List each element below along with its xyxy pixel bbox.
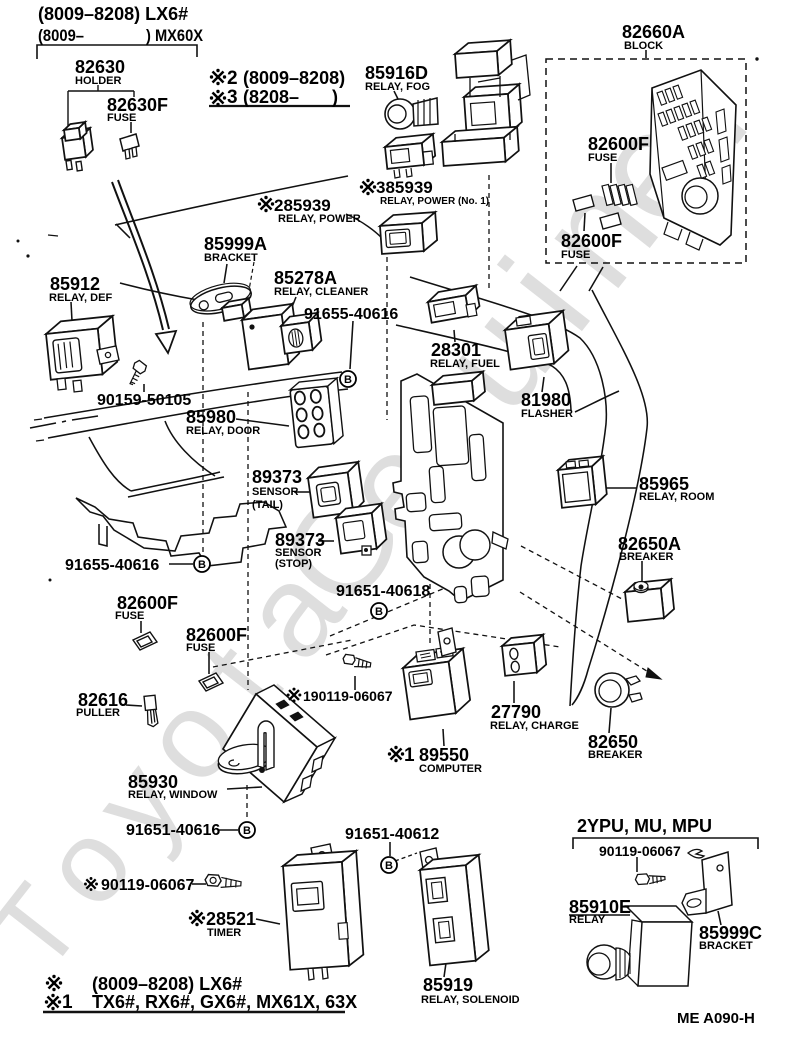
svg-text:RELAY: RELAY xyxy=(569,914,606,926)
svg-text:FUSE: FUSE xyxy=(186,642,215,654)
svg-text:89373: 89373 xyxy=(275,530,325,550)
svg-text:(8009–8208) LX6#: (8009–8208) LX6# xyxy=(92,974,242,994)
svg-text:RELAY, CHARGE: RELAY, CHARGE xyxy=(490,720,579,732)
svg-text:85999A: 85999A xyxy=(204,234,267,254)
svg-text:FUSE: FUSE xyxy=(115,610,144,622)
svg-text:BREAKER: BREAKER xyxy=(588,749,642,761)
svg-text:TIMER: TIMER xyxy=(207,927,241,939)
svg-text:91651-40612: 91651-40612 xyxy=(345,826,439,843)
svg-text:BRACKET: BRACKET xyxy=(699,940,753,952)
svg-text:TX6#, RX6#, GX6#, MX61X, 63X: TX6#, RX6#, GX6#, MX61X, 63X xyxy=(92,992,357,1012)
svg-text:27790: 27790 xyxy=(491,702,541,722)
svg-text:ME A090-H: ME A090-H xyxy=(677,1010,755,1027)
svg-text:(8009–8208) LX6#: (8009–8208) LX6# xyxy=(38,4,188,24)
svg-text:HOLDER: HOLDER xyxy=(75,75,122,87)
svg-text:(TAIL): (TAIL) xyxy=(252,499,283,511)
svg-text:91655-40616: 91655-40616 xyxy=(65,557,159,574)
svg-text:(8009–8208): (8009–8208) xyxy=(243,68,345,88)
svg-text:82630F: 82630F xyxy=(107,95,168,115)
svg-text:): ) xyxy=(332,87,338,107)
svg-text:PULLER: PULLER xyxy=(76,707,120,719)
svg-text:(8208–: (8208– xyxy=(243,87,299,107)
svg-text:82600F: 82600F xyxy=(117,593,178,613)
svg-text:FUSE: FUSE xyxy=(588,152,617,164)
svg-text:89373: 89373 xyxy=(252,467,302,487)
svg-text:90119-06067: 90119-06067 xyxy=(599,843,681,859)
svg-text:RELAY, ROOM: RELAY, ROOM xyxy=(639,491,714,503)
svg-text:90159-50105: 90159-50105 xyxy=(97,392,191,409)
svg-text:85980: 85980 xyxy=(186,407,236,427)
svg-text:RELAY, WINDOW: RELAY, WINDOW xyxy=(128,789,218,801)
svg-text:91651-40616: 91651-40616 xyxy=(126,822,220,839)
svg-text:RELAY, FOG: RELAY, FOG xyxy=(365,81,430,93)
svg-text:RELAY, SOLENOID: RELAY, SOLENOID xyxy=(421,994,520,1006)
svg-text:82660A: 82660A xyxy=(622,22,685,42)
svg-text:28301: 28301 xyxy=(431,340,481,360)
svg-text:85910E: 85910E xyxy=(569,897,631,917)
svg-text:SENSOR: SENSOR xyxy=(275,547,322,559)
svg-text:385939: 385939 xyxy=(376,178,433,197)
svg-text:82616: 82616 xyxy=(78,690,128,710)
svg-text:BRACKET: BRACKET xyxy=(204,252,258,264)
svg-text:91651-40618: 91651-40618 xyxy=(336,583,430,600)
svg-text:28521: 28521 xyxy=(206,909,256,929)
svg-text:(STOP): (STOP) xyxy=(275,558,312,570)
svg-text:85919: 85919 xyxy=(423,975,473,995)
svg-text:(8009–: (8009– xyxy=(38,26,84,45)
svg-text:85278A: 85278A xyxy=(274,268,337,288)
svg-text:82630: 82630 xyxy=(75,57,125,77)
svg-text:82650A: 82650A xyxy=(618,534,681,554)
svg-text:SENSOR: SENSOR xyxy=(252,486,299,498)
svg-text:85965: 85965 xyxy=(639,474,689,494)
svg-text:85916D: 85916D xyxy=(365,63,428,83)
svg-text:82650: 82650 xyxy=(588,732,638,752)
svg-text:81980: 81980 xyxy=(521,390,571,410)
svg-text:COMPUTER: COMPUTER xyxy=(419,763,482,775)
svg-text:2YPU, MU, MPU: 2YPU, MU, MPU xyxy=(577,816,712,836)
svg-text:BREAKER: BREAKER xyxy=(619,551,673,563)
svg-text:1: 1 xyxy=(62,992,73,1013)
svg-text:FUSE: FUSE xyxy=(561,249,590,261)
svg-text:3: 3 xyxy=(227,87,238,108)
svg-text:FUSE: FUSE xyxy=(107,112,136,124)
svg-text:89550: 89550 xyxy=(419,745,469,765)
svg-text:82600F: 82600F xyxy=(561,231,622,251)
svg-text:285939: 285939 xyxy=(274,196,331,215)
svg-text:82600F: 82600F xyxy=(588,134,649,154)
svg-text:2: 2 xyxy=(227,68,238,89)
svg-text:85999C: 85999C xyxy=(699,923,762,943)
svg-text:BLOCK: BLOCK xyxy=(624,40,663,52)
svg-text:90119-06067: 90119-06067 xyxy=(101,877,195,894)
svg-text:1: 1 xyxy=(404,745,415,766)
svg-text:91655-40616: 91655-40616 xyxy=(304,306,398,323)
svg-text:RELAY, POWER: RELAY, POWER xyxy=(278,213,361,225)
svg-text:FLASHER: FLASHER xyxy=(521,408,573,420)
svg-text:85912: 85912 xyxy=(50,274,100,294)
svg-text:190119-06067: 190119-06067 xyxy=(303,688,393,704)
svg-text:82600F: 82600F xyxy=(186,625,247,645)
svg-text:85930: 85930 xyxy=(128,772,178,792)
svg-text:RELAY, POWER (No. 1): RELAY, POWER (No. 1) xyxy=(380,196,489,207)
svg-text:RELAY, DEF: RELAY, DEF xyxy=(49,292,112,304)
svg-text:RELAY, DOOR: RELAY, DOOR xyxy=(186,425,260,437)
svg-text:) MX60X: ) MX60X xyxy=(146,26,204,45)
svg-text:RELAY, FUEL: RELAY, FUEL xyxy=(430,358,500,370)
svg-text:RELAY, CLEANER: RELAY, CLEANER xyxy=(274,286,368,298)
